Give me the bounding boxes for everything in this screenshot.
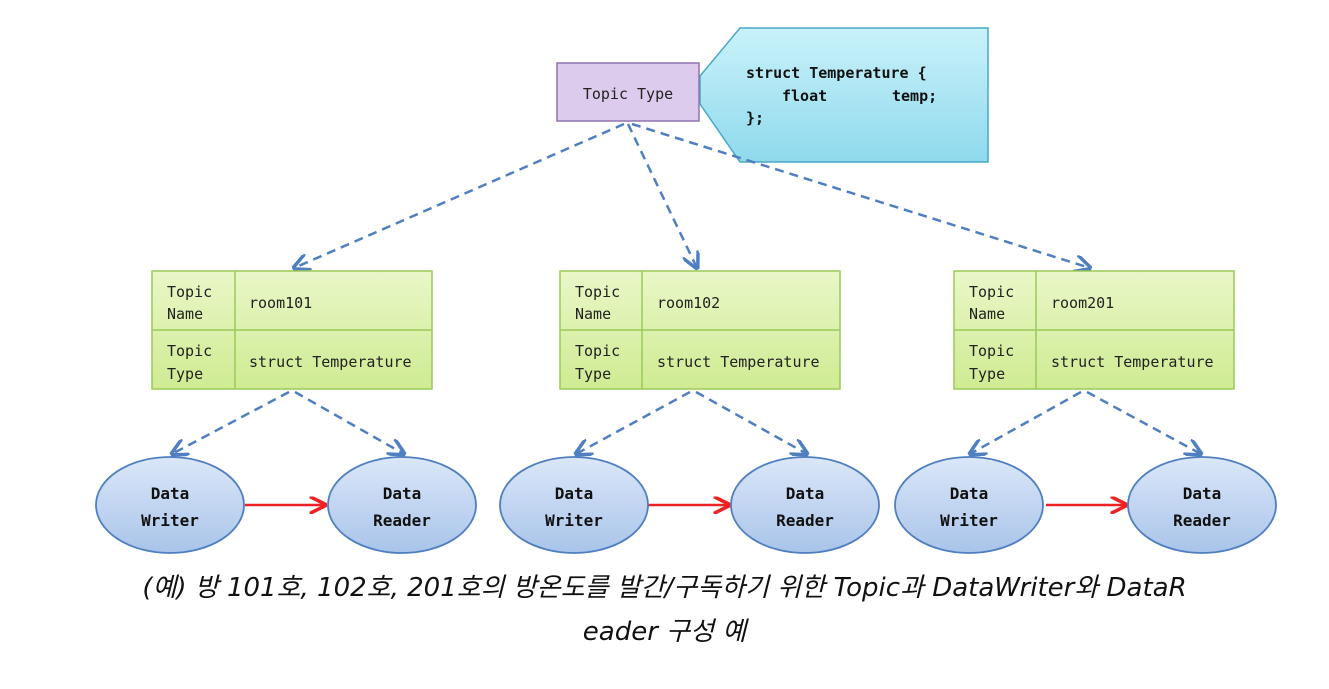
- arrow-room101-to-writer: [172, 390, 290, 454]
- arrow-type-to-room101: [294, 122, 625, 268]
- topic-name-value: room102: [657, 294, 720, 312]
- figure-caption-line-1: (예) 방 101호, 102호, 201호의 방온도를 발간/구독하기 위한 …: [142, 573, 1187, 603]
- topic-type-label-l1: Topic: [969, 342, 1014, 360]
- writer-label-l2: Writer: [940, 511, 998, 530]
- writer-label-l1: Data: [950, 484, 989, 503]
- arrow-room102-to-reader: [695, 390, 807, 454]
- topic-to-endpoint-arrows: [172, 390, 1201, 454]
- writer-label-l1: Data: [555, 484, 594, 503]
- figure-caption-line-2: eader 구성 예: [582, 617, 747, 647]
- topic-name-label-l2: Name: [969, 305, 1005, 323]
- struct-field-name: temp;: [892, 87, 937, 105]
- arrow-room102-to-writer: [576, 390, 691, 454]
- writer-label-l2: Writer: [545, 511, 603, 530]
- arrow-room101-to-reader: [294, 390, 404, 454]
- topic-type-value: struct Temperature: [657, 353, 820, 371]
- topic-type-label-l2: Type: [575, 365, 611, 383]
- data-writer-3: Data Writer: [894, 456, 1044, 554]
- reader-label-l2: Reader: [1173, 511, 1231, 530]
- data-writer-2: Data Writer: [499, 456, 649, 554]
- topic-room101: Topic Name room101 Topic Type struct Tem…: [151, 270, 433, 390]
- arrow-type-to-room102: [626, 123, 697, 268]
- topic-type-label-l1: Topic: [575, 342, 620, 360]
- reader-label-l1: Data: [786, 484, 825, 503]
- reader-label-l1: Data: [383, 484, 422, 503]
- topic-name-label-l2: Name: [167, 305, 203, 323]
- topic-type-label-l2: Type: [969, 365, 1005, 383]
- data-reader-2: Data Reader: [730, 456, 880, 554]
- topic-type-label-l1: Topic: [167, 342, 212, 360]
- reader-label-l2: Reader: [373, 511, 431, 530]
- data-writer-1: Data Writer: [95, 456, 245, 554]
- topic-type-box: Topic Type: [556, 62, 700, 122]
- topic-diagram: struct Temperature { float temp; }; Topi…: [95, 27, 1277, 554]
- data-reader-1: Data Reader: [327, 456, 477, 554]
- data-reader-3: Data Reader: [1127, 456, 1277, 554]
- arrow-room201-to-reader: [1086, 390, 1201, 454]
- topic-name-value: room101: [249, 294, 312, 312]
- topic-type-value: struct Temperature: [249, 353, 412, 371]
- topic-room201: Topic Name room201 Topic Type struct Tem…: [953, 270, 1235, 390]
- arrow-type-to-room201: [631, 122, 1090, 268]
- writer-label-l2: Writer: [141, 511, 199, 530]
- topic-type-label-l2: Type: [167, 365, 203, 383]
- reader-label-l1: Data: [1183, 484, 1222, 503]
- writer-label-l1: Data: [151, 484, 190, 503]
- struct-field-type: float: [782, 87, 827, 105]
- type-to-topic-arrows: [294, 122, 1090, 268]
- topic-name-label-l1: Topic: [575, 283, 620, 301]
- topic-type-value: struct Temperature: [1051, 353, 1214, 371]
- topic-name-label-l1: Topic: [969, 283, 1014, 301]
- reader-label-l2: Reader: [776, 511, 834, 530]
- arrow-room201-to-writer: [970, 390, 1082, 454]
- struct-line-end: };: [746, 109, 764, 127]
- topic-name-value: room201: [1051, 294, 1114, 312]
- topic-name-label-l2: Name: [575, 305, 611, 323]
- topic-name-label-l1: Topic: [167, 283, 212, 301]
- topic-room102: Topic Name room102 Topic Type struct Tem…: [559, 270, 841, 390]
- topic-type-label: Topic Type: [583, 85, 673, 103]
- struct-line-1: struct Temperature {: [746, 64, 927, 82]
- struct-callout: struct Temperature { float temp; };: [699, 27, 989, 163]
